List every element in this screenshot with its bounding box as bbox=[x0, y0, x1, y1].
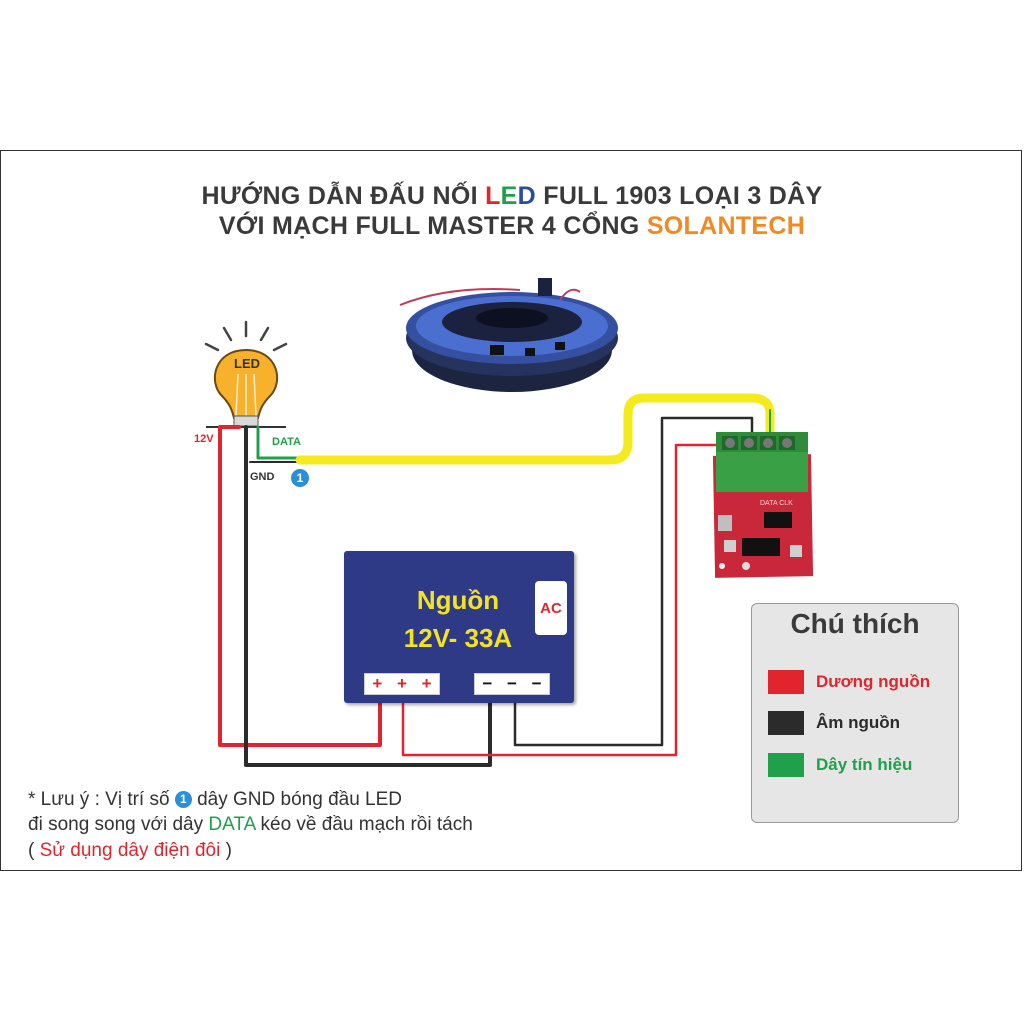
bulb-label: LED bbox=[234, 356, 260, 371]
legend-swatch-red bbox=[768, 670, 804, 694]
psu-spec: 12V- 33A bbox=[403, 623, 513, 653]
controller-board-image bbox=[712, 432, 814, 578]
psu-pos-term: + bbox=[397, 674, 407, 693]
psu-pos-term: + bbox=[372, 674, 383, 693]
legend-item-positive: Dương nguồn bbox=[768, 670, 930, 694]
brand-name: SOLANTECH bbox=[646, 212, 806, 240]
title-line-2: VỚI MẠCH FULL MASTER 4 CỔNG SOLANTECH bbox=[218, 212, 806, 240]
psu-neg-term: − bbox=[531, 674, 542, 693]
title-led-e: E bbox=[500, 182, 518, 210]
psu-pos-term: + bbox=[421, 674, 432, 693]
note-marker-icon: 1 bbox=[174, 791, 192, 809]
label-12v: 12V bbox=[194, 433, 214, 445]
note-data-word: DATA bbox=[208, 814, 256, 835]
legend-label: Âm nguồn bbox=[816, 713, 901, 732]
psu-positive-terminals: + + + bbox=[364, 673, 440, 695]
title-led-l: L bbox=[485, 182, 501, 210]
psu-neg-term: − bbox=[482, 674, 493, 693]
note-line-3: ( Sử dụng dây điện đôi ) bbox=[28, 840, 232, 861]
note-line-2: đi song song với dây DATA kéo về đầu mạc… bbox=[28, 814, 473, 835]
led-bulb-icon bbox=[204, 320, 288, 428]
psu-ac-badge: AC bbox=[535, 581, 567, 635]
legend-label: Dây tín hiệu bbox=[816, 755, 913, 774]
legend-title: Chú thích bbox=[790, 608, 920, 639]
legend-panel: Chú thích Dương nguồn Âm nguồn Dây tín h… bbox=[751, 603, 959, 823]
legend-swatch-black bbox=[768, 711, 804, 735]
marker-1-text: 1 bbox=[297, 471, 304, 485]
power-supply: Nguồn 12V- 33A AC + + + − − − bbox=[344, 551, 574, 703]
psu-neg-term: − bbox=[507, 674, 517, 693]
note-line-1: * Lưu ý : Vị trí số 1 dây GND bóng đầu L… bbox=[28, 789, 403, 810]
label-gnd: GND bbox=[250, 471, 275, 483]
led-strip-reel-image bbox=[399, 278, 618, 392]
title-line-1: HƯỚNG DẪN ĐẤU NỐI LED FULL 1903 LOẠI 3 D… bbox=[201, 182, 823, 210]
legend-swatch-green bbox=[768, 753, 804, 777]
title-led-d: D bbox=[517, 182, 537, 210]
board-silk-text: DATA CLK bbox=[760, 500, 793, 507]
marker-1-icon bbox=[291, 469, 309, 487]
label-data: DATA bbox=[272, 436, 301, 448]
legend-label: Dương nguồn bbox=[816, 672, 931, 691]
legend-item-signal: Dây tín hiệu bbox=[768, 753, 912, 777]
note-double-wire: Sử dụng dây điện đôi bbox=[39, 840, 221, 861]
legend-item-negative: Âm nguồn bbox=[768, 711, 900, 735]
psu-negative-terminals: − − − bbox=[474, 673, 550, 695]
psu-name: Nguồn bbox=[416, 585, 500, 615]
